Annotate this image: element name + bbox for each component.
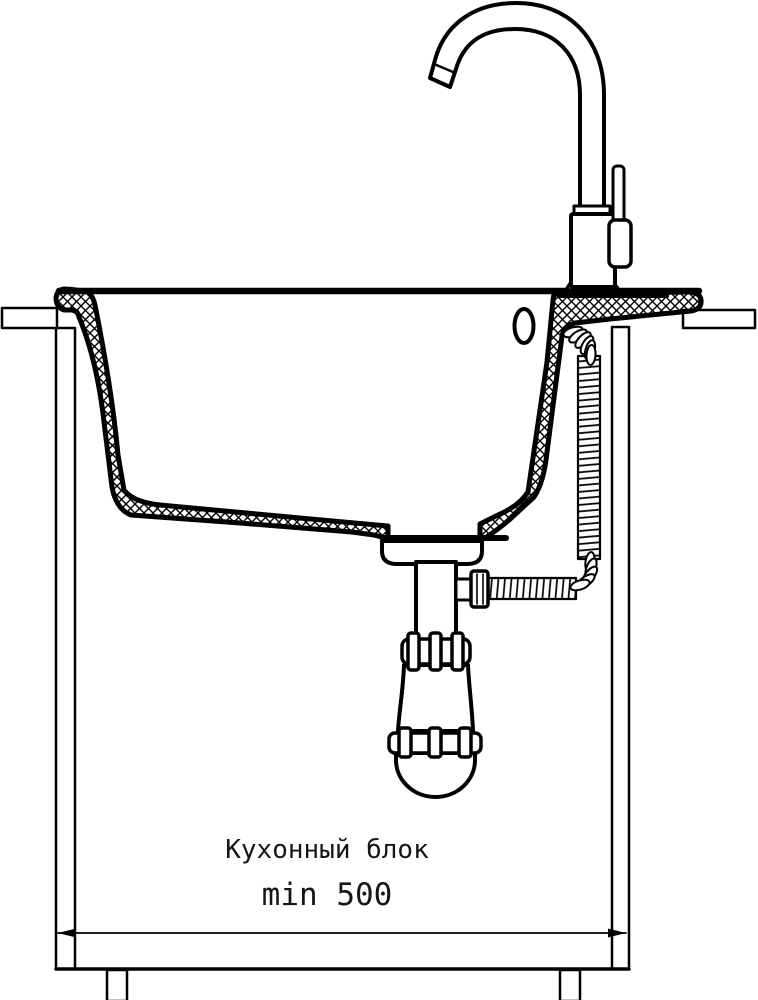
drain-flange	[380, 539, 484, 566]
drain-siphon-assembly	[380, 325, 602, 799]
siphon-coupling-lower	[387, 726, 483, 759]
faucet	[428, 1, 669, 298]
faucet-handle-body	[607, 218, 633, 269]
overflow-hole	[512, 307, 536, 345]
faucet-spout	[428, 1, 606, 216]
overflow-port-nut	[469, 569, 490, 609]
min-width-label: min 500	[262, 877, 393, 913]
siphon-coupling-upper	[400, 631, 472, 672]
kitchen-cabinet	[0, 306, 757, 1000]
dimension-arrow-right-icon	[608, 928, 626, 938]
drain-tailpipe	[414, 560, 458, 642]
dimension-annotation	[57, 928, 627, 938]
hose-coil-top	[562, 325, 597, 366]
faucet-handle-lever	[611, 164, 626, 225]
sink-right-wall-and-flange	[477, 289, 704, 545]
cabinet-right-wall	[610, 325, 631, 971]
countertop-right	[681, 308, 757, 330]
cabinet-foot-right	[558, 968, 582, 1000]
cabinet-label: Кухонный блок	[225, 835, 429, 865]
hose-coil-bottom	[569, 551, 599, 592]
sink-cross-section	[53, 286, 704, 546]
cabinet-foot-left	[105, 968, 129, 1000]
dimension-arrow-left-icon	[58, 928, 76, 938]
siphon-body	[396, 663, 475, 733]
cabinet-left-wall	[54, 326, 77, 971]
faucet-aerator-line	[432, 62, 455, 74]
siphon-cup	[394, 751, 477, 799]
flexible-hose-vertical	[576, 354, 602, 561]
flexible-hose-horizontal	[485, 576, 578, 601]
sink-left-wall-and-bottom	[53, 286, 391, 546]
countertop-left	[0, 306, 59, 330]
